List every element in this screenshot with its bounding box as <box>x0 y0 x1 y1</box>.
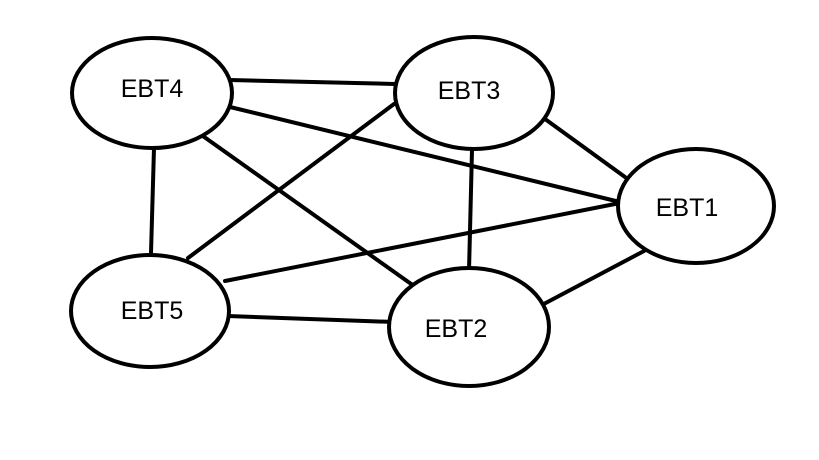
node-ebt4: EBT4 <box>70 36 234 150</box>
edge-ebt4-ebt3 <box>228 78 397 86</box>
node-ebt4-ellipse <box>70 36 234 150</box>
edge-ebt5-ebt1 <box>223 201 622 283</box>
node-ebt5: EBT5 <box>69 253 231 369</box>
node-ebt3: EBT3 <box>393 35 555 151</box>
node-ebt4-label: EBT4 <box>121 75 184 103</box>
nodes-layer: EBT4 EBT3 EBT1 EBT5 EBT2 <box>69 35 776 388</box>
node-ebt1-ellipse <box>616 147 776 265</box>
edge-ebt3-ebt5 <box>186 102 396 260</box>
node-ebt5-label: EBT5 <box>121 297 184 325</box>
node-ebt3-ellipse <box>393 35 555 151</box>
edges-layer <box>149 78 646 324</box>
node-ebt2-ellipse <box>387 266 551 388</box>
node-ebt1-label: EBT1 <box>656 194 719 222</box>
edge-ebt4-ebt1 <box>228 105 626 205</box>
edge-ebt5-ebt2 <box>226 314 396 324</box>
node-ebt5-ellipse <box>69 253 231 369</box>
edge-ebt4-ebt5 <box>149 146 156 255</box>
edge-ebt3-ebt1 <box>543 117 627 179</box>
edge-ebt2-ebt1 <box>538 249 646 308</box>
node-ebt3-label: EBT3 <box>438 77 501 105</box>
node-ebt1: EBT1 <box>616 147 776 265</box>
edge-ebt3-ebt2 <box>467 148 474 273</box>
edge-ebt4-ebt2 <box>198 132 416 288</box>
node-ebt2-label: EBT2 <box>425 315 488 343</box>
node-ebt2: EBT2 <box>387 266 551 388</box>
